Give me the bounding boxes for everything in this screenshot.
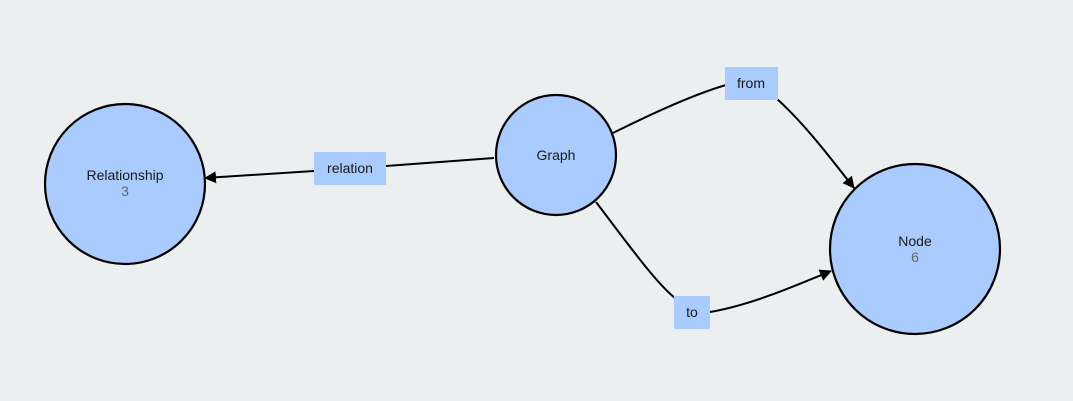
- node-node-count: 6: [911, 249, 919, 265]
- edge-to-line: [595, 201, 676, 299]
- node-graph-title: Graph: [537, 147, 576, 163]
- edge-label-to: to: [686, 304, 698, 320]
- node-node[interactable]: Node 6: [828, 162, 1002, 336]
- node-graph-circle: [494, 93, 618, 217]
- node-graph[interactable]: Graph: [494, 93, 618, 217]
- edge-from-line: [612, 84, 727, 134]
- edge-from-line-arrow: [775, 97, 855, 189]
- edge-to[interactable]: to: [595, 201, 832, 329]
- node-relationship-count: 3: [121, 183, 129, 199]
- edge-to-line-arrow: [709, 269, 832, 313]
- edge-label-to-box: [674, 296, 710, 329]
- node-relationship-title: Relationship: [86, 167, 163, 183]
- edge-relation-line-arrow: [204, 170, 315, 184]
- edge-label-from: from: [737, 75, 765, 91]
- edge-label-relation: relation: [327, 160, 373, 176]
- node-relationship[interactable]: Relationship 3: [43, 102, 207, 266]
- edge-label-from-box: [725, 67, 778, 100]
- edge-label-relation-box: [314, 152, 386, 185]
- node-node-title: Node: [898, 233, 932, 249]
- node-relationship-circle: [43, 102, 207, 266]
- edge-from[interactable]: from: [612, 67, 855, 189]
- edge-relation-line: [385, 157, 495, 167]
- edge-relation[interactable]: relation: [204, 152, 495, 185]
- node-node-circle: [828, 162, 1002, 336]
